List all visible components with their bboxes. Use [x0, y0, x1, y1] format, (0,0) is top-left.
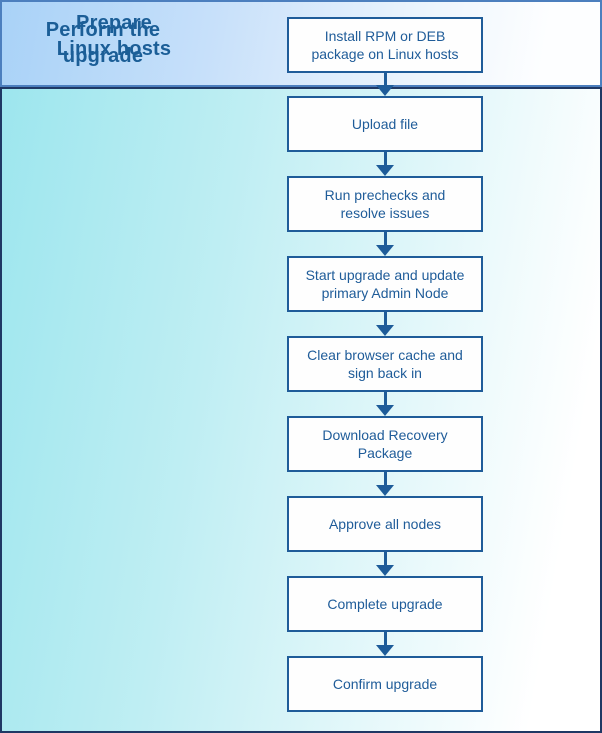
arrow-head	[376, 645, 394, 656]
arrow-head	[376, 245, 394, 256]
step-label: Clear browser cache and sign back in	[307, 347, 463, 381]
arrow-stem	[383, 73, 387, 85]
arrow-down-icon	[376, 73, 394, 96]
step-box-install-package: Install RPM or DEB package on Linux host…	[287, 17, 483, 73]
step-box-clear-browser-cache: Clear browser cache and sign back in	[287, 336, 483, 392]
step-box-run-prechecks: Run prechecks and resolve issues	[287, 176, 483, 232]
section-title-line: Prepare	[76, 12, 152, 34]
arrow-stem	[383, 552, 387, 565]
arrow-stem	[383, 632, 387, 645]
arrow-down-icon	[376, 312, 394, 336]
arrow-down-icon	[376, 392, 394, 416]
arrow-down-icon	[376, 552, 394, 576]
arrow-stem	[383, 232, 387, 245]
step-label: Run prechecks and resolve issues	[324, 187, 446, 221]
arrow-down-icon	[376, 472, 394, 496]
step-box-confirm-upgrade: Confirm upgrade	[287, 656, 483, 712]
arrow-head	[376, 165, 394, 176]
arrow-down-icon	[376, 632, 394, 656]
step-label: Install RPM or DEB package on Linux host…	[311, 28, 459, 62]
step-label: Upload file	[351, 116, 419, 132]
section-title-line: Linux hosts	[56, 38, 172, 60]
section-title-perform-the-upgrade: Perform the upgrade	[14, 17, 192, 69]
arrow-head	[376, 325, 394, 336]
arrow-head	[376, 565, 394, 576]
section-title-prepare-linux-hosts: Prepare Linux hosts	[28, 10, 200, 62]
arrow-stem	[383, 392, 387, 405]
step-label: Approve all nodes	[328, 516, 442, 532]
arrow-stem	[383, 152, 387, 165]
step-box-download-recovery: Download Recovery Package	[287, 416, 483, 472]
step-box-start-upgrade: Start upgrade and update primary Admin N…	[287, 256, 483, 312]
arrow-head	[376, 85, 394, 96]
step-label: Complete upgrade	[327, 596, 443, 612]
arrow-head	[376, 405, 394, 416]
arrow-head	[376, 485, 394, 496]
arrow-stem	[383, 312, 387, 325]
step-box-approve-all-nodes: Approve all nodes	[287, 496, 483, 552]
step-box-upload-file: Upload file	[287, 96, 483, 152]
step-label: Start upgrade and update primary Admin N…	[305, 267, 465, 301]
section-title-line: Perform the	[45, 19, 161, 41]
step-box-complete-upgrade: Complete upgrade	[287, 576, 483, 632]
section-title-line: upgrade	[62, 45, 144, 67]
arrow-down-icon	[376, 152, 394, 176]
arrow-down-icon	[376, 232, 394, 256]
step-label: Download Recovery Package	[322, 427, 448, 461]
step-label: Confirm upgrade	[332, 676, 438, 692]
arrow-stem	[383, 472, 387, 485]
